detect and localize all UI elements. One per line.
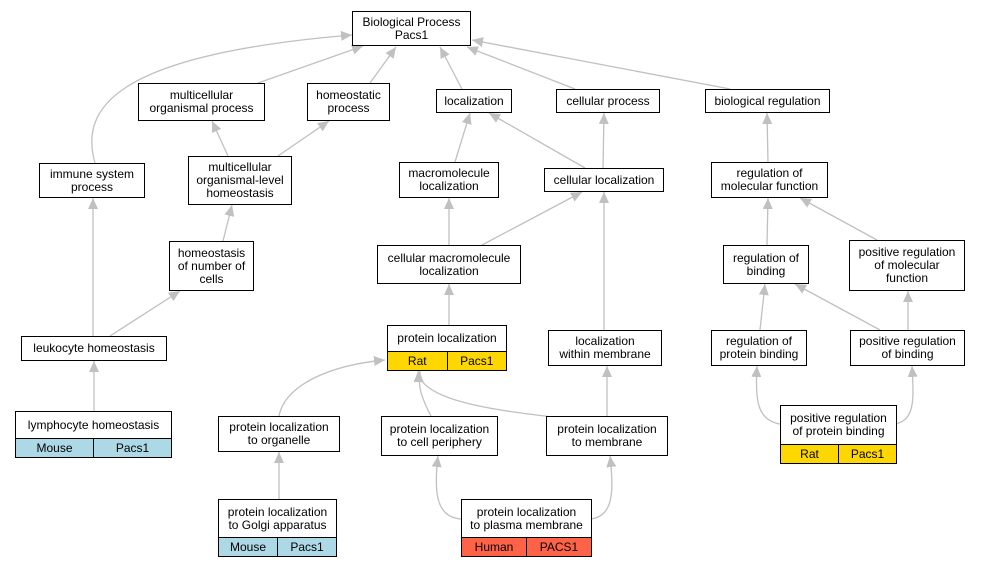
- species-cell: Human: [462, 538, 526, 556]
- node-label: cellular process: [566, 93, 650, 108]
- edge-rpb-rb: [758, 283, 769, 331]
- edge-prpb-prb: [894, 365, 918, 425]
- node-label: positive regulation of molecular functio…: [858, 245, 956, 285]
- go-term-node-protein-localization-to-organelle[interactable]: protein localization to organelle: [218, 416, 340, 452]
- go-term-node-positive-regulation-of-molecular-function[interactable]: positive regulation of molecular functio…: [849, 240, 965, 291]
- node-label: protein localization: [397, 331, 497, 345]
- node-label: Biological Process Pacs1: [362, 14, 461, 42]
- go-term-node-protein-localization-to-plasma-membrane[interactable]: protein localization to plasma membrane …: [461, 499, 592, 557]
- node-label: immune system process: [49, 166, 135, 194]
- edge-isp-bp: [91, 30, 353, 164]
- edge-plcp-pl: [413, 370, 432, 417]
- node-label: multicellular organismal process: [149, 88, 254, 115]
- go-term-node-localization[interactable]: localization: [436, 89, 512, 113]
- node-label: macromolecule localization: [408, 166, 490, 193]
- edge-plo-pl: [278, 356, 386, 417]
- annotation-row: Human PACS1: [462, 537, 591, 556]
- node-label: leukocyte homeostasis: [33, 341, 155, 355]
- node-label: localization within membrane: [559, 334, 651, 361]
- annotation-row: Rat Pacs1: [781, 444, 896, 463]
- go-term-node-macromolecule-localization[interactable]: macromolecule localization: [399, 162, 499, 198]
- edge-br-bp: [471, 37, 731, 90]
- go-term-node-homeostasis-of-number-of-cells[interactable]: homeostasis of number of cells: [169, 241, 254, 291]
- edge-prpb-rpb: [751, 365, 781, 425]
- node-label: protein localization to organelle: [229, 420, 329, 447]
- edge-hp-bp: [369, 46, 397, 84]
- edge-prb-rb: [794, 283, 881, 331]
- node-label: regulation of molecular function: [720, 166, 819, 193]
- edge-mml-loc: [454, 112, 472, 163]
- node-label: lymphocyte homeostasis: [27, 417, 160, 432]
- node-label: positive regulation of binding: [859, 334, 956, 361]
- species-cell: Rat: [781, 445, 838, 463]
- species-cell: Mouse: [16, 439, 93, 457]
- node-label: regulation of protein binding: [719, 334, 799, 361]
- go-term-node-protein-localization[interactable]: protein localization Rat Pacs1: [387, 325, 507, 371]
- go-term-node-multicellular-organismal-process[interactable]: multicellular organismal process: [138, 83, 265, 121]
- annotation-row: Mouse Pacs1: [219, 537, 336, 556]
- go-term-node-protein-localization-to-golgi-apparatus[interactable]: protein localization to Golgi apparatus …: [218, 499, 337, 557]
- node-label: multicellular organismal-level homeostas…: [196, 160, 284, 200]
- edge-plpm-plcp: [431, 455, 463, 520]
- gene-cell: Pacs1: [277, 538, 336, 556]
- edge-hnc-mloh: [222, 204, 235, 242]
- node-label: localization: [444, 93, 504, 108]
- edge-cmml-cl: [481, 191, 583, 246]
- gene-cell: Pacs1: [93, 439, 171, 457]
- species-cell: Rat: [388, 352, 447, 370]
- go-term-node-regulation-of-molecular-function[interactable]: regulation of molecular function: [711, 162, 828, 198]
- go-term-node-cellular-process[interactable]: cellular process: [556, 89, 660, 113]
- edge-cp-bp: [466, 46, 576, 90]
- node-label: regulation of binding: [732, 250, 800, 278]
- edge-mloh-hp: [277, 120, 330, 157]
- node-label: homeostatic process: [316, 88, 381, 115]
- go-term-node-localization-within-membrane[interactable]: localization within membrane: [548, 330, 662, 366]
- node-label: protein localization to plasma membrane: [470, 504, 583, 532]
- go-term-node-lymphocyte-homeostasis[interactable]: lymphocyte homeostasis Mouse Pacs1: [15, 411, 172, 458]
- edge-plm-pl: [413, 370, 563, 419]
- node-label: protein localization to membrane: [557, 422, 657, 449]
- go-term-node-immune-system-process[interactable]: immune system process: [39, 163, 145, 198]
- go-term-node-multicellular-organismal-level-homeostasis[interactable]: multicellular organismal-level homeostas…: [188, 156, 292, 205]
- go-term-node-regulation-of-protein-binding[interactable]: regulation of protein binding: [711, 330, 807, 366]
- go-term-node-regulation-of-binding[interactable]: regulation of binding: [723, 245, 809, 284]
- edge-lh-hnc: [109, 290, 181, 337]
- edge-rmf-br: [762, 112, 773, 163]
- gene-cell: Pacs1: [838, 445, 896, 463]
- go-term-node-homeostatic-process[interactable]: homeostatic process: [307, 83, 390, 121]
- edge-mloh-mop: [211, 120, 229, 157]
- go-term-node-protein-localization-to-cell-periphery[interactable]: protein localization to cell periphery: [381, 416, 498, 456]
- edge-rb-rmf: [762, 197, 773, 246]
- edge-mop-bp: [257, 44, 364, 84]
- node-label: cellular macromolecule localization: [387, 250, 511, 278]
- node-label: protein localization to Golgi apparatus: [227, 504, 328, 532]
- node-label: biological regulation: [714, 93, 821, 108]
- go-term-node-cellular-localization[interactable]: cellular localization: [544, 168, 664, 192]
- go-term-node-biological-process[interactable]: Biological Process Pacs1: [352, 11, 471, 46]
- edge-cl-loc: [488, 112, 586, 169]
- node-label: cellular localization: [553, 172, 655, 187]
- edge-prmf-rmf: [799, 197, 878, 241]
- go-term-node-biological-regulation[interactable]: biological regulation: [705, 89, 830, 113]
- go-term-node-leukocyte-homeostasis[interactable]: leukocyte homeostasis: [21, 336, 167, 361]
- annotation-row: Rat Pacs1: [388, 351, 506, 370]
- edge-cl-cp: [598, 112, 609, 169]
- go-term-node-positive-regulation-of-protein-binding[interactable]: positive regulation of protein binding R…: [780, 405, 897, 464]
- gene-cell: Pacs1: [446, 352, 506, 370]
- node-label: homeostasis of number of cells: [177, 245, 246, 286]
- gene-cell: PACS1: [526, 538, 591, 556]
- node-label: positive regulation of protein binding: [790, 411, 887, 438]
- edge-plpm-plm: [588, 455, 617, 520]
- edge-loc-bp: [439, 46, 463, 90]
- go-term-node-positive-regulation-of-binding[interactable]: positive regulation of binding: [850, 330, 965, 366]
- go-term-node-protein-localization-to-membrane[interactable]: protein localization to membrane: [546, 416, 668, 456]
- go-term-node-cellular-macromolecule-localization[interactable]: cellular macromolecule localization: [377, 245, 521, 284]
- annotation-row: Mouse Pacs1: [16, 438, 171, 457]
- node-label: protein localization to cell periphery: [389, 422, 490, 449]
- species-cell: Mouse: [219, 538, 277, 556]
